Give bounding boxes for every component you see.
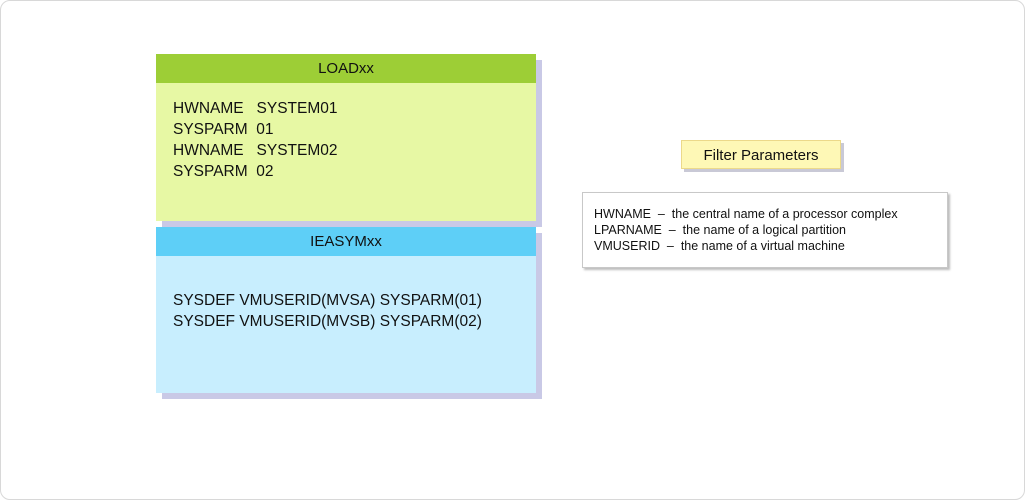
filter-line-hwname: HWNAME – the central name of a processor…	[594, 207, 898, 221]
filter-line-vmuserid: VMUSERID – the name of a virtual machine	[594, 239, 845, 253]
loadxx-line-sysparm-1: SYSPARM 01	[173, 121, 274, 138]
ieasymxx-line-sysdef-1: SYSDEF VMUSERID(MVSA) SYSPARM(01)	[173, 292, 482, 309]
ieasymxx-line-sysdef-2: SYSDEF VMUSERID(MVSB) SYSPARM(02)	[173, 313, 482, 330]
loadxx-panel-body: HWNAME SYSTEM01 SYSPARM 01 HWNAME SYSTEM…	[156, 83, 536, 221]
filter-parameters-box: HWNAME – the central name of a processor…	[582, 192, 948, 268]
ieasymxx-panel: IEASYMxx SYSDEF VMUSERID(MVSA) SYSPARM(0…	[156, 227, 536, 393]
ieasymxx-panel-body: SYSDEF VMUSERID(MVSA) SYSPARM(01) SYSDEF…	[156, 256, 536, 393]
loadxx-line-hwname-1: HWNAME SYSTEM01	[173, 100, 338, 117]
loadxx-line-sysparm-2: SYSPARM 02	[173, 163, 274, 180]
loadxx-line-hwname-2: HWNAME SYSTEM02	[173, 142, 338, 159]
loadxx-panel: LOADxx HWNAME SYSTEM01 SYSPARM 01 HWNAME…	[156, 54, 536, 221]
loadxx-panel-title: LOADxx	[156, 54, 536, 83]
ieasymxx-panel-title: IEASYMxx	[156, 227, 536, 256]
filter-line-lparname: LPARNAME – the name of a logical partiti…	[594, 223, 846, 237]
filter-parameters-title: Filter Parameters	[681, 140, 841, 169]
